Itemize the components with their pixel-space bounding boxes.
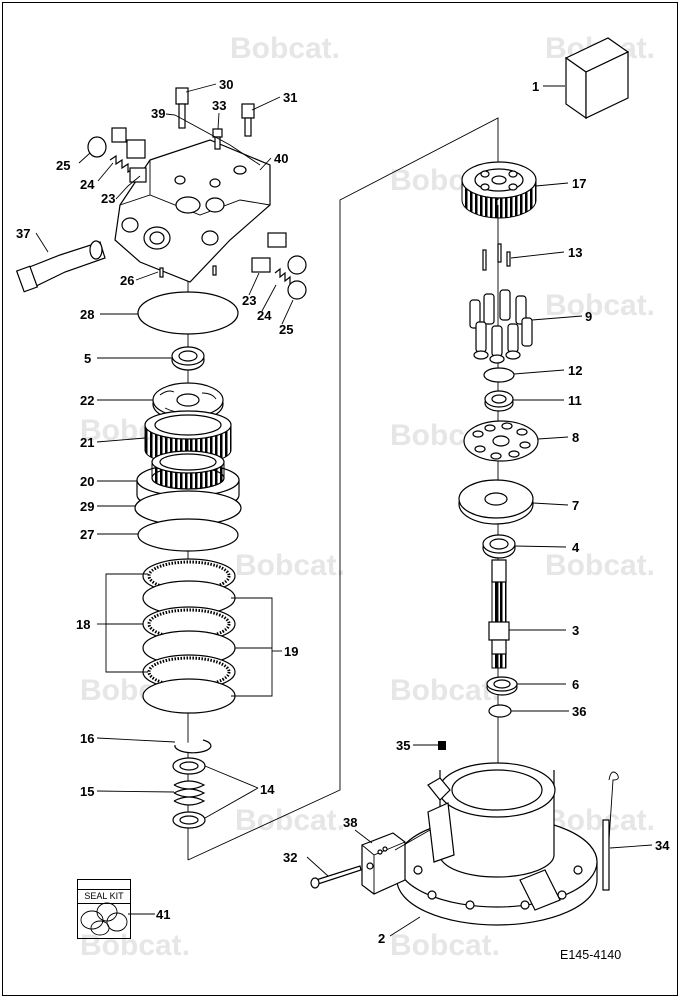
drawing-code: E145-4140 xyxy=(560,948,622,962)
callout-11: 11 xyxy=(568,393,582,408)
callout-37: 37 xyxy=(16,226,30,241)
seal-kit-legend: SEAL KIT xyxy=(77,879,131,939)
ring-12 xyxy=(483,367,515,383)
check-valve-upper xyxy=(87,127,147,183)
callout-14: 14 xyxy=(260,782,275,797)
callout-17: 17 xyxy=(572,176,586,191)
callout-29: 29 xyxy=(80,499,94,514)
pistons-9 xyxy=(469,289,533,364)
retainer-plate-8 xyxy=(463,420,539,462)
callout-6: 6 xyxy=(572,677,579,692)
bolts-top xyxy=(175,87,255,150)
callout-41: 41 xyxy=(156,907,170,922)
pins-13 xyxy=(482,243,511,271)
pins-26 xyxy=(159,265,217,278)
callout-40: 40 xyxy=(274,151,288,166)
callout-12: 12 xyxy=(568,363,582,378)
watermark: Bobcat. xyxy=(230,32,340,65)
bracket-38 xyxy=(361,832,406,895)
callout-5: 5 xyxy=(84,351,91,366)
callout-27: 27 xyxy=(80,527,94,542)
callout-24-upper: 24 xyxy=(80,177,95,192)
callout-23-upper: 23 xyxy=(101,191,115,206)
housing-2 xyxy=(396,762,598,926)
watermark: Bobcat. xyxy=(545,549,655,582)
seal-kit-label: SEAL KIT xyxy=(78,889,130,904)
callout-18: 18 xyxy=(76,617,90,632)
callout-labels: 1 2 3 4 5 6 7 8 9 11 12 13 14 15 16 17 1… xyxy=(16,77,670,946)
o-ring-28 xyxy=(137,291,239,335)
callout-24-lower: 24 xyxy=(257,308,272,323)
watermark-group: Bobcat. Bobcat. Bobcat. Bobcat. Bobcat. … xyxy=(80,32,655,962)
swash-plate-7 xyxy=(458,479,534,525)
callout-35: 35 xyxy=(396,738,410,753)
callout-23-lower: 23 xyxy=(242,293,256,308)
watermark: Bobcat. xyxy=(545,289,655,322)
callout-39: 39 xyxy=(151,106,165,121)
callout-4: 4 xyxy=(572,540,580,555)
callout-20: 20 xyxy=(80,474,94,489)
fitting-37 xyxy=(15,240,106,293)
callout-3: 3 xyxy=(572,623,579,638)
callout-21: 21 xyxy=(80,435,94,450)
callout-33: 33 xyxy=(212,98,226,113)
callout-25-lower: 25 xyxy=(279,322,293,337)
bolt-32 xyxy=(310,865,362,889)
callout-13: 13 xyxy=(568,245,582,260)
callout-36: 36 xyxy=(572,704,586,719)
callout-2: 2 xyxy=(378,931,385,946)
callout-34: 34 xyxy=(655,838,670,853)
check-valve-lower xyxy=(251,232,307,300)
bearing-4 xyxy=(482,534,516,559)
plug-35 xyxy=(438,741,446,750)
retaining-ring-16 xyxy=(174,739,212,754)
leader-lines xyxy=(35,83,653,937)
watermark: Bobcat. xyxy=(390,929,500,962)
callout-28: 28 xyxy=(80,307,94,322)
brake-plates xyxy=(142,558,236,714)
seal-kit-box-1 xyxy=(564,37,630,120)
shaft-3 xyxy=(488,559,510,669)
watermark: Bobcat. xyxy=(390,674,500,707)
callout-26: 26 xyxy=(120,273,134,288)
callout-30: 30 xyxy=(219,77,233,92)
valve-block xyxy=(114,139,271,283)
callout-15: 15 xyxy=(80,784,94,799)
callout-16: 16 xyxy=(80,731,94,746)
callout-7: 7 xyxy=(572,498,579,513)
callout-1: 1 xyxy=(532,79,539,94)
spring-14-15 xyxy=(172,757,206,829)
bearing-11 xyxy=(484,390,514,412)
callout-38: 38 xyxy=(343,815,357,830)
callout-22: 22 xyxy=(80,393,94,408)
watermark: Bobcat. xyxy=(235,549,345,582)
callout-32: 32 xyxy=(283,850,297,865)
ring-36 xyxy=(488,704,512,718)
callout-9: 9 xyxy=(585,309,592,324)
watermark: Bobcat. xyxy=(235,804,345,837)
callout-31: 31 xyxy=(283,90,297,105)
o-ring-27 xyxy=(137,518,239,552)
callout-25-upper: 25 xyxy=(56,158,70,173)
seal-6 xyxy=(486,676,518,696)
cylinder-block-17 xyxy=(461,161,537,219)
bearing-5 xyxy=(171,346,205,371)
dipstick-34 xyxy=(602,771,619,891)
callout-8: 8 xyxy=(572,430,579,445)
callout-19: 19 xyxy=(284,644,298,659)
